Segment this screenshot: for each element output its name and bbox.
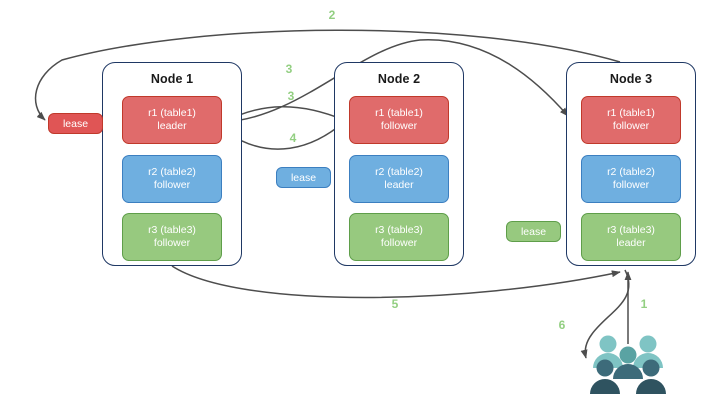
replica-role: follower [612,179,650,191]
lease-badge-r3[interactable]: lease [506,221,561,242]
node-title-node1: Node 1 [150,72,194,86]
replica-role: follower [380,237,418,249]
replica-role: follower [612,120,650,132]
replica-name: r2 (table2) [375,165,423,178]
replica-name: r3 (table3) [607,223,655,236]
lease-badge-r2[interactable]: lease [276,167,331,188]
replica-name: r1 (table1) [607,106,655,119]
replica-n1r1[interactable]: r1 (table1) leader [122,96,222,144]
replica-n1r2[interactable]: r2 (table2) follower [122,155,222,203]
replica-role: leader [384,179,414,191]
replica-n3r1[interactable]: r1 (table1) follower [581,96,681,144]
replica-name: r2 (table2) [607,165,655,178]
edge-label-step2: 2 [328,8,336,22]
replica-name: r2 (table2) [148,165,196,178]
edge-label-step4: 4 [289,131,297,145]
replica-name: r1 (table1) [375,106,423,119]
replica-n2r1[interactable]: r1 (table1) follower [349,96,449,144]
edge-step3-lower [223,106,345,123]
users-icon[interactable] [586,334,672,396]
edge-label-step3-lower: 3 [287,89,295,103]
replica-n1r3[interactable]: r3 (table3) follower [122,213,222,261]
node-title-node2: Node 2 [377,72,421,86]
edge-step5 [171,265,621,299]
replica-role: follower [153,179,191,191]
edge-label-step3-upper: 3 [285,62,293,76]
replica-name: r3 (table3) [148,223,196,236]
replica-role: leader [616,237,646,249]
lease-label: lease [290,171,317,184]
replica-n3r3[interactable]: r3 (table3) leader [581,213,681,261]
replica-role: follower [153,237,191,249]
edge-label-step1: 1 [640,297,648,311]
replica-role: leader [157,120,187,132]
replica-n3r2[interactable]: r2 (table2) follower [581,155,681,203]
lease-label: lease [62,117,89,130]
lease-badge-r1[interactable]: lease [48,113,103,134]
replica-n2r3[interactable]: r3 (table3) follower [349,213,449,261]
replica-name: r3 (table3) [375,223,423,236]
edge-label-step5: 5 [391,297,399,311]
replica-name: r1 (table1) [148,106,196,119]
edge-label-step6: 6 [558,318,566,332]
node-title-node3: Node 3 [609,72,653,86]
replica-role: follower [380,120,418,132]
lease-label: lease [520,225,547,238]
replica-n2r2[interactable]: r2 (table2) leader [349,155,449,203]
